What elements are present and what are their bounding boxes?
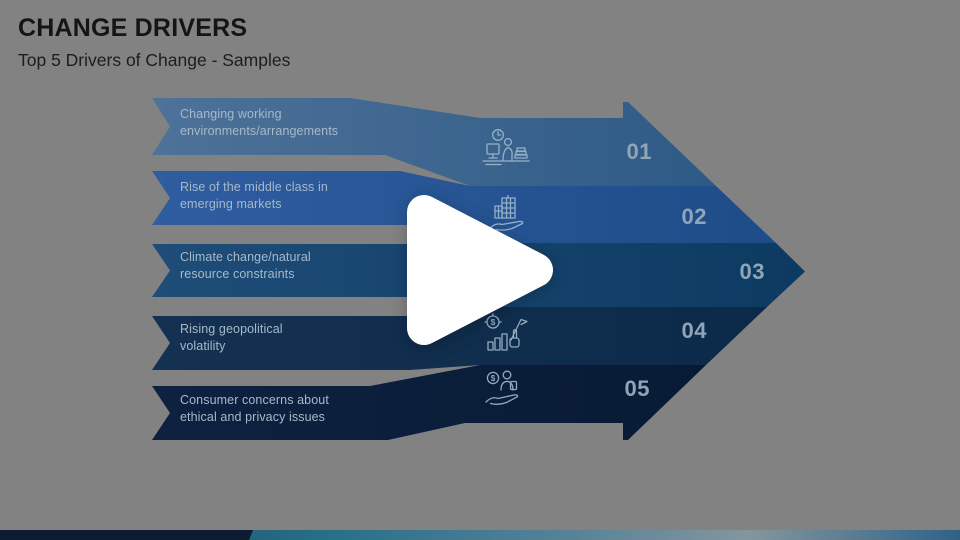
bottom-accent-bar (0, 530, 960, 540)
driver-5-number: 05 (624, 376, 650, 401)
svg-text:$: $ (491, 374, 496, 383)
driver-4-number: 04 (681, 318, 707, 343)
clock-workstation-icon (481, 128, 531, 168)
driver-2-label: Rise of the middle class in emerging mar… (180, 180, 328, 211)
driver-5-label: Consumer concerns about ethical and priv… (180, 393, 329, 424)
slide-header: CHANGE DRIVERS Top 5 Drivers of Change -… (18, 14, 290, 71)
slide-title: CHANGE DRIVERS (18, 14, 248, 42)
driver-1-number: 01 (626, 139, 652, 164)
driver-2-number: 02 (681, 204, 707, 229)
slide-subtitle: Top 5 Drivers of Change - Samples (18, 50, 291, 70)
play-button[interactable] (385, 175, 585, 365)
driver-3-number: 03 (739, 259, 765, 284)
person-in-hand-icon: $ (481, 367, 525, 411)
driver-3-label: Climate change/natural resource constrai… (180, 250, 311, 281)
driver-1-label: Changing working environments/arrangemen… (180, 107, 339, 138)
driver-4-label: Rising geopolitical volatility (180, 322, 283, 353)
